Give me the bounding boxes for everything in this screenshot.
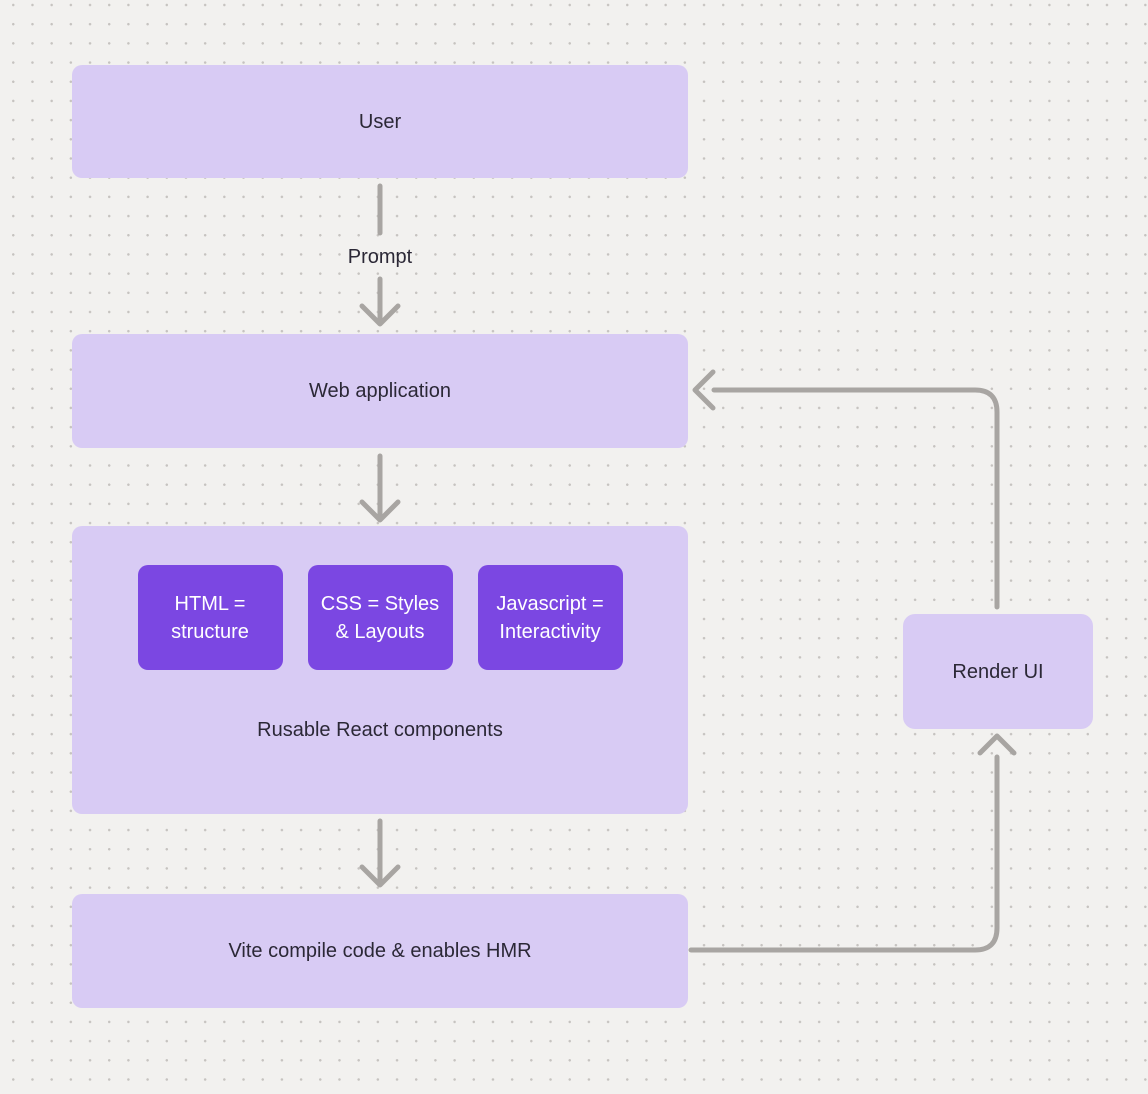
node-vite[interactable]: Vite compile code & enables HMR	[72, 894, 688, 1008]
node-html-label: HTML = structure	[171, 592, 249, 643]
node-javascript[interactable]: Javascript = Interactivity	[477, 565, 623, 670]
arrow-vite-to-renderui	[688, 733, 1017, 953]
components-row: HTML = structure CSS = Styles & Layouts …	[72, 565, 688, 670]
node-css[interactable]: CSS = Styles & Layouts	[307, 565, 453, 670]
components-group-caption: Rusable React components	[257, 719, 503, 741]
node-components-group[interactable]: HTML = structure CSS = Styles & Layouts …	[72, 526, 688, 814]
edge-label-prompt: Prompt	[347, 246, 413, 268]
arrow-components-to-vite	[359, 818, 401, 888]
arrow-renderui-to-webapp	[692, 369, 1000, 610]
node-web-application[interactable]: Web application	[72, 334, 688, 448]
node-user[interactable]: User	[72, 65, 688, 178]
node-user-label: User	[358, 110, 402, 133]
arrow-webapp-to-components	[359, 453, 401, 523]
node-render-ui-label: Render UI	[952, 660, 1044, 683]
node-vite-label: Vite compile code & enables HMR	[228, 940, 532, 962]
node-web-application-label: Web application	[309, 380, 451, 402]
node-render-ui[interactable]: Render UI	[903, 614, 1093, 729]
node-html[interactable]: HTML = structure	[137, 565, 283, 670]
node-css-label: CSS = Styles & Layouts	[320, 592, 440, 643]
node-javascript-label: Javascript = Interactivity	[496, 592, 604, 643]
